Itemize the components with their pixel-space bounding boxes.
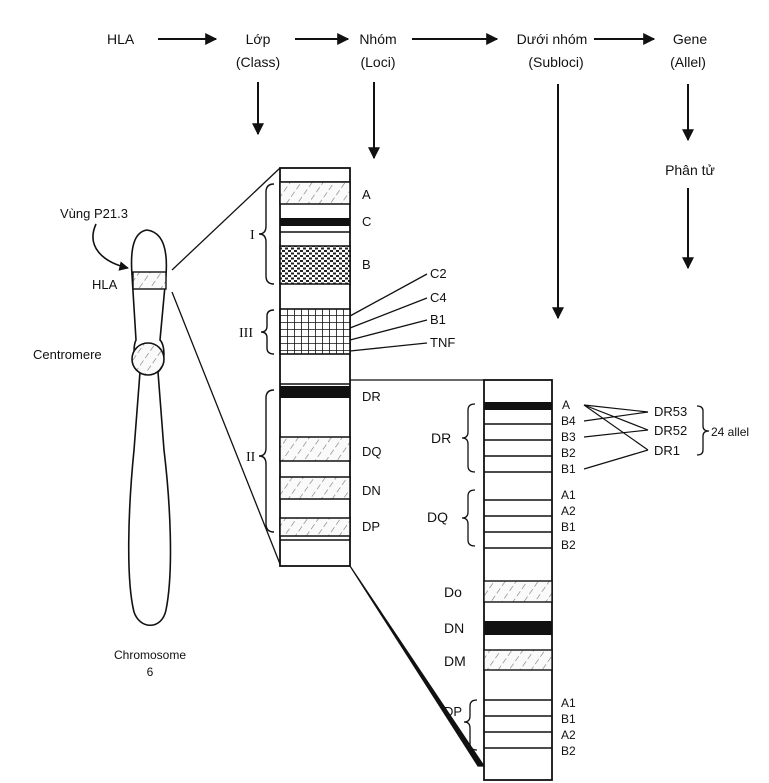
locus-tnf-label: TNF — [430, 335, 455, 350]
class-i-brace — [259, 184, 274, 284]
sub-dm-label: DM — [444, 653, 466, 669]
locus-dn-band — [280, 477, 350, 499]
link-b3-dr52 — [584, 430, 648, 437]
loci-column: A C B C2 C4 B1 TNF DR DQ DN DP I III II — [239, 168, 455, 566]
dr-gene-b3: B3 — [561, 430, 576, 444]
header-subloci: Dưới nhóm — [517, 31, 588, 47]
header-flow: HLA Lớp (Class) Nhóm (Loci) Dưới nhóm (S… — [107, 31, 715, 318]
allele-links: DR53 DR52 DR1 24 allel — [584, 404, 749, 469]
header-gene-en: (Allel) — [670, 54, 706, 70]
link-b1-dr1 — [584, 450, 648, 469]
locus-dp-band — [280, 518, 350, 536]
region-label: Vùng P21.3 — [60, 206, 128, 221]
class-iii-band — [280, 309, 350, 354]
locus-b1-label: B1 — [430, 312, 446, 327]
header-molecule: Phân tử — [665, 162, 715, 178]
hla-band — [133, 272, 166, 289]
class-iii-label: III — [239, 326, 253, 341]
do-band — [484, 581, 552, 602]
locus-a-band — [280, 182, 350, 204]
dp-gene-b2: B2 — [561, 744, 576, 758]
dr-gene-a: A — [562, 398, 570, 412]
dq-gene-b1: B1 — [561, 520, 576, 534]
dq-gene-a1: A1 — [561, 488, 576, 502]
dp-gene-a2: A2 — [561, 728, 576, 742]
link-b4-dr53 — [584, 412, 648, 421]
chromosome: Vùng P21.3 HLA Centromere Chromosome 6 — [33, 206, 186, 679]
dp-gene-a1: A1 — [561, 696, 576, 710]
loci-column-frame — [280, 168, 350, 566]
header-loci: Nhóm — [359, 31, 396, 47]
dr52-label: DR52 — [654, 423, 687, 438]
dn-band — [484, 621, 552, 635]
locus-b-band — [280, 246, 350, 284]
allele-count: 24 allel — [711, 425, 749, 439]
dp-gene-b1: B1 — [561, 712, 576, 726]
leader-tnf — [350, 343, 427, 351]
chromosome-name: Chromosome — [114, 648, 186, 662]
dr-gene-b1: B1 — [561, 462, 576, 476]
sub-do-label: Do — [444, 584, 462, 600]
locus-b-label: B — [362, 257, 371, 272]
allele-brace — [697, 406, 709, 455]
locus-c-label: C — [362, 214, 371, 229]
header-gene: Gene — [673, 31, 707, 47]
class-iii-brace — [261, 310, 274, 354]
locus-dr-band — [280, 386, 350, 398]
sub-dr-brace — [462, 404, 475, 472]
sub-dq-brace — [462, 490, 475, 546]
chromosome-number: 6 — [147, 665, 154, 679]
region-arrow — [93, 224, 128, 268]
leader-c2 — [350, 274, 427, 316]
locus-dq-band — [280, 437, 350, 461]
dq-gene-b2: B2 — [561, 538, 576, 552]
sub-dq-label: DQ — [427, 509, 448, 525]
header-loci-en: (Loci) — [360, 54, 395, 70]
dm-band — [484, 650, 552, 670]
centromere-label: Centromere — [33, 347, 102, 362]
header-class-en: (Class) — [236, 54, 280, 70]
locus-dp-label: DP — [362, 519, 380, 534]
locus-dr-label: DR — [362, 389, 381, 404]
class-ii-label: II — [246, 450, 256, 465]
class-ii-brace — [259, 390, 274, 532]
dr-a-band — [484, 402, 552, 410]
dq-gene-a2: A2 — [561, 504, 576, 518]
sub-dp-label: DP — [444, 704, 462, 719]
sub-dn-label: DN — [444, 620, 464, 636]
class-i-label: I — [250, 228, 255, 243]
header-hla: HLA — [107, 31, 135, 47]
locus-c2-label: C2 — [430, 266, 447, 281]
header-class: Lớp — [246, 31, 271, 47]
locus-dn-label: DN — [362, 483, 381, 498]
dr1-label: DR1 — [654, 443, 680, 458]
chromosome-hla-label: HLA — [92, 277, 118, 292]
dr-gene-b4: B4 — [561, 414, 576, 428]
zoom-line-top — [172, 168, 280, 270]
locus-a-label: A — [362, 187, 371, 202]
link-a-dr1 — [584, 405, 648, 450]
dr-gene-b2: B2 — [561, 446, 576, 460]
locus-c-band — [280, 218, 350, 226]
header-subloci-en: (Subloci) — [528, 54, 583, 70]
centromere — [132, 343, 164, 375]
locus-dq-label: DQ — [362, 444, 382, 459]
dr53-label: DR53 — [654, 404, 687, 419]
sub-dr-label: DR — [431, 430, 451, 446]
locus-c4-label: C4 — [430, 290, 447, 305]
